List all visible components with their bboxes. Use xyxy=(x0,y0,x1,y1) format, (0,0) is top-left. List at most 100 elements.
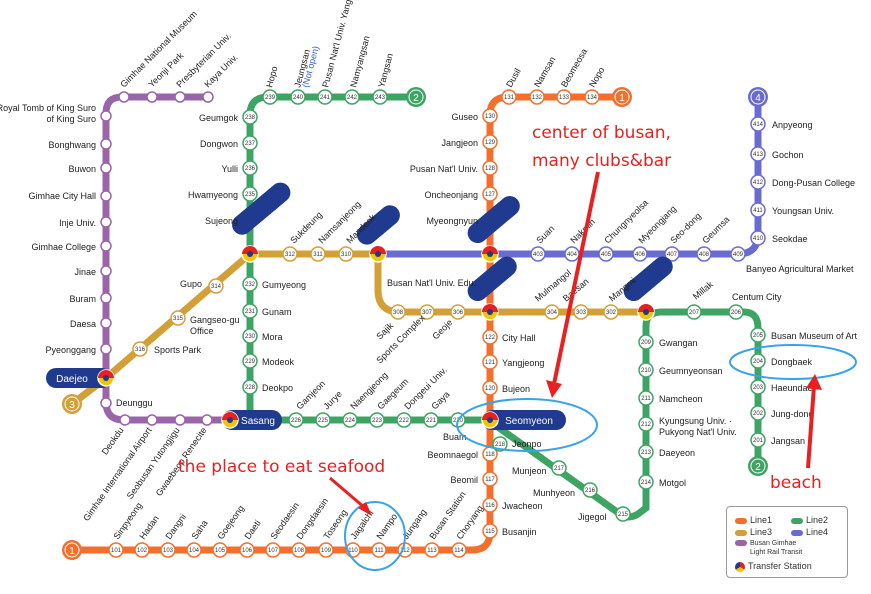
station-label: Jigegol xyxy=(578,512,607,522)
arrow-beach xyxy=(806,374,822,469)
station-label: Millak xyxy=(691,279,715,302)
station-label: Centum City xyxy=(732,292,782,302)
station-label: Sports Park xyxy=(154,345,202,355)
svg-text:314: 314 xyxy=(211,284,222,290)
station-label: Nampo xyxy=(374,512,399,542)
svg-text:112: 112 xyxy=(400,548,410,554)
svg-text:409: 409 xyxy=(733,252,744,258)
station-label: Pyeonggang xyxy=(45,345,96,355)
station-label: Jeonpo xyxy=(512,439,542,449)
svg-text:410: 410 xyxy=(753,236,764,242)
transfer-sasang[interactable]: Sasang xyxy=(221,410,282,430)
line1-badge-top: 1 xyxy=(612,87,632,107)
station-label: Gwangan xyxy=(659,338,698,348)
station-label: Kyungsung Univ. · xyxy=(659,416,732,426)
line1-badge-bottom: 1 xyxy=(62,540,82,560)
svg-text:243: 243 xyxy=(375,95,386,101)
svg-text:218: 218 xyxy=(495,442,506,448)
svg-text:210: 210 xyxy=(641,368,652,374)
svg-text:103: 103 xyxy=(163,548,174,554)
station-label: Mora xyxy=(262,332,283,342)
svg-text:106: 106 xyxy=(242,548,253,554)
transfer-daejeo[interactable]: Daejeo xyxy=(46,368,115,388)
station-label: Myeongnyun xyxy=(426,216,478,226)
station-label: Deunggu xyxy=(116,398,153,408)
annotation-seafood: the place to eat seafood xyxy=(178,457,385,477)
station-label: Haeundae xyxy=(771,383,813,393)
svg-text:206: 206 xyxy=(731,310,742,316)
highlight-jagalchi xyxy=(344,501,406,571)
transfer-deokcheon[interactable]: Deokcheon xyxy=(228,178,307,263)
station-label: Munjeon xyxy=(512,466,547,476)
station-label: Geoje xyxy=(430,317,454,341)
station-label: Geumgok xyxy=(199,113,239,123)
svg-text:201: 201 xyxy=(753,438,764,444)
annotation-clubs: center of busan, xyxy=(532,123,671,143)
line2-badge-bottom: 2 xyxy=(748,456,768,476)
svg-text:414: 414 xyxy=(753,122,764,128)
svg-text:132: 132 xyxy=(532,95,543,101)
station-label: Office xyxy=(190,326,213,336)
svg-text:213: 213 xyxy=(641,450,652,456)
station-label: Namsan xyxy=(532,55,557,89)
svg-text:316: 316 xyxy=(135,347,146,353)
svg-text:226: 226 xyxy=(291,418,302,424)
svg-text:310: 310 xyxy=(341,252,352,258)
svg-text:236: 236 xyxy=(245,166,256,172)
svg-text:237: 237 xyxy=(245,141,256,147)
station-label: Jangsan xyxy=(771,436,805,446)
svg-text:114: 114 xyxy=(454,548,464,554)
svg-text:405: 405 xyxy=(601,252,612,258)
svg-text:110: 110 xyxy=(348,548,358,554)
svg-text:214: 214 xyxy=(641,480,652,486)
bgl-nodes xyxy=(100,91,214,426)
transfer-seomyeon[interactable]: Seomyeon xyxy=(481,410,566,430)
svg-text:204: 204 xyxy=(753,359,764,365)
transfer-icon xyxy=(735,561,745,572)
svg-text:240: 240 xyxy=(293,95,304,101)
svg-text:315: 315 xyxy=(173,316,184,322)
legend-line1: Line1 xyxy=(735,515,772,525)
station-label: Busanjin xyxy=(502,527,537,537)
svg-text:413: 413 xyxy=(753,152,764,158)
svg-text:1: 1 xyxy=(69,546,75,557)
svg-text:113: 113 xyxy=(427,548,437,554)
station-label: Youngsan Univ. xyxy=(772,206,834,216)
station-label: Gimhae College xyxy=(31,242,96,252)
station-label: Namcheon xyxy=(659,394,703,404)
station-label: Guseo xyxy=(451,112,478,122)
legend-line2: Line2 xyxy=(791,515,828,525)
svg-text:304: 304 xyxy=(547,310,558,316)
svg-text:231: 231 xyxy=(245,309,256,315)
station-label: Bonghwang xyxy=(48,140,96,150)
station-label: Deokpo xyxy=(262,383,293,393)
legend-swatch xyxy=(791,517,803,524)
svg-text:2: 2 xyxy=(755,462,761,473)
station-label: Namyangsan xyxy=(348,35,371,89)
svg-text:406: 406 xyxy=(635,252,646,258)
legend-swatch xyxy=(735,517,747,524)
station-label: Jangjeon xyxy=(441,138,478,148)
svg-text:4: 4 xyxy=(755,93,761,104)
line3-badge: 3 xyxy=(62,394,82,414)
station-label: Pusan Nat'l Univ. xyxy=(410,164,478,174)
station-label: Beomil xyxy=(450,475,478,485)
legend-swatch xyxy=(735,529,747,536)
svg-text:239: 239 xyxy=(265,95,276,101)
station-label: Choryang xyxy=(454,503,485,541)
svg-text:411: 411 xyxy=(753,208,763,214)
svg-text:2: 2 xyxy=(413,93,419,104)
svg-text:122: 122 xyxy=(485,335,496,341)
svg-text:241: 241 xyxy=(320,95,331,101)
station-label: Inje Univ. xyxy=(59,218,96,228)
svg-text:3: 3 xyxy=(69,400,75,411)
station-label: Seokdae xyxy=(772,234,808,244)
svg-text:105: 105 xyxy=(215,548,226,554)
svg-text:130: 130 xyxy=(485,114,496,120)
station-label: Gochon xyxy=(772,150,804,160)
svg-text:235: 235 xyxy=(245,192,256,198)
svg-text:217: 217 xyxy=(554,466,565,472)
station-label: Jung-dong xyxy=(771,409,814,419)
legend-transfer: Transfer Station xyxy=(735,561,812,572)
svg-text:120: 120 xyxy=(485,386,496,392)
